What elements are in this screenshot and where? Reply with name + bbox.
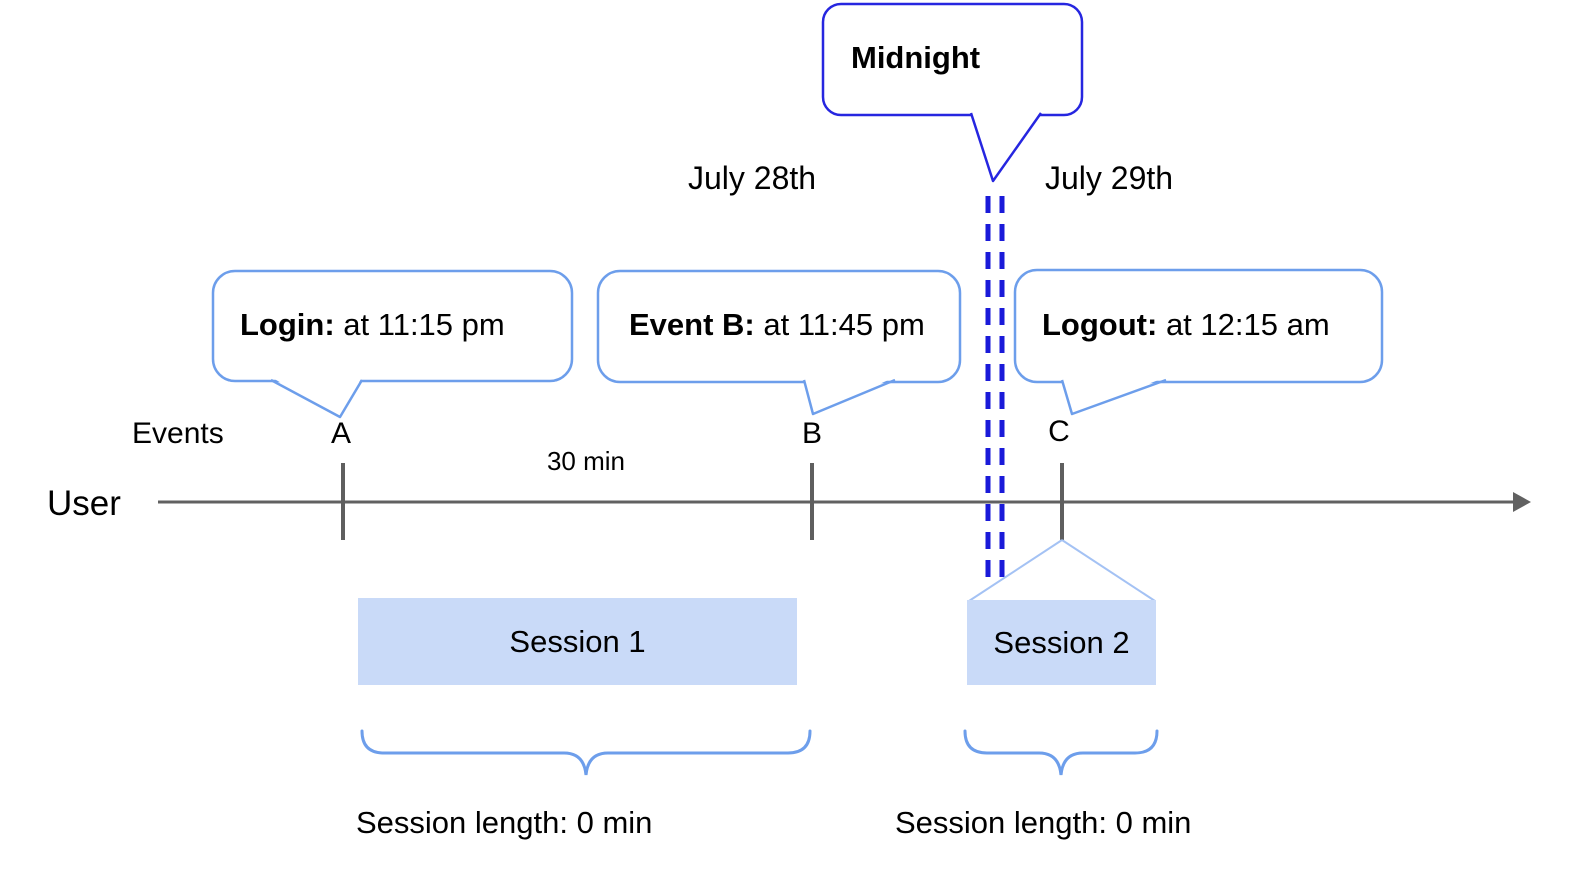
date-label-july-29: July 29th [1045,160,1174,196]
session1-brace [360,729,812,776]
event-marker-c: C [1048,415,1070,448]
session2-bar: Session 2 [967,600,1156,685]
logout-bubble-tail [1060,378,1167,416]
timeline-arrowhead [1513,492,1531,512]
logout-bubble-label: Logout: [1042,307,1158,342]
event-b-bubble-tail [802,378,896,416]
session2-label: Session 2 [993,624,1130,660]
session1-bar: Session 1 [358,598,797,685]
login-bubble-label: Login: [240,307,335,342]
login-bubble-text: Login: at 11:15 pm [240,307,505,343]
session1-length-label: Session length: 0 min [356,805,653,840]
logout-bubble [1013,268,1384,384]
login-bubble [211,269,574,383]
midnight-bubble-tail [969,112,1043,183]
event-b-bubble-label: Event B: [629,307,755,342]
midnight-bubble [821,2,1084,117]
login-bubble-tail-fill [271,377,362,417]
logout-bubble-detail: at 12:15 am [1157,307,1330,342]
session2-brace [963,729,1159,776]
event-b-bubble-detail: at 11:45 pm [754,307,925,342]
user-actor-label: User [47,484,121,523]
session2-funnel-line-left [968,539,1063,602]
event-b-bubble [596,269,962,384]
session1-label: Session 1 [509,623,646,659]
events-row-label: Events [132,417,224,450]
event-marker-b: B [801,417,823,450]
event-b-bubble-tail-fill [804,377,895,414]
date-label-july-28: July 28th [688,160,817,196]
session2-length-label: Session length: 0 min [895,805,1192,840]
login-bubble-tail [270,378,364,419]
logout-bubble-tail-fill [1062,377,1166,414]
session2-funnel-line-right [1061,539,1156,602]
event-marker-a: A [330,417,352,450]
interval-30min-label: 30 min [546,446,626,476]
logout-bubble-text: Logout: at 12:15 am [1042,307,1330,343]
event-b-bubble-text: Event B: at 11:45 pm [629,307,925,343]
login-bubble-detail: at 11:15 pm [334,307,505,342]
midnight-bubble-label: Midnight [851,40,981,75]
